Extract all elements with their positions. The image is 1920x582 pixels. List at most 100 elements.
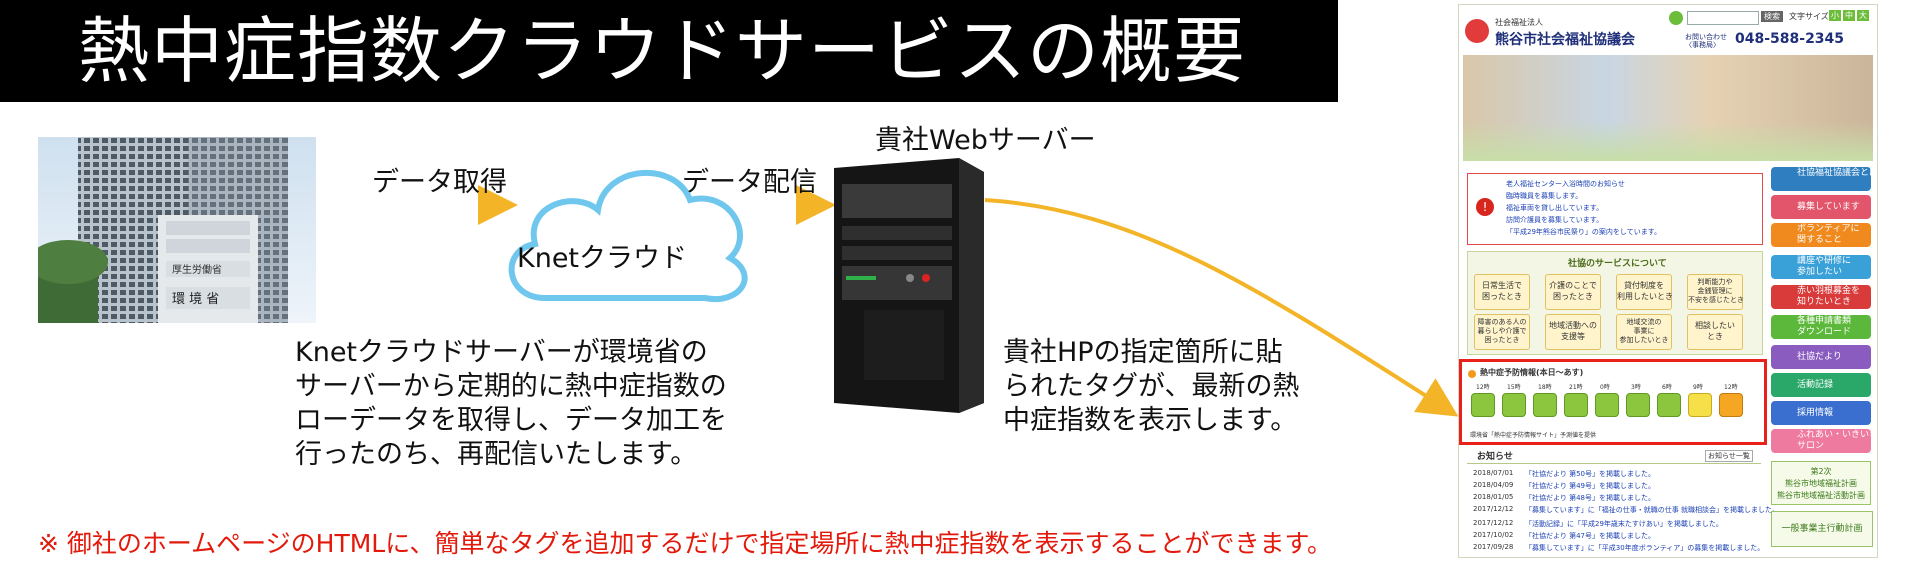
sun-icon [1468, 370, 1476, 378]
notice-item[interactable]: 老人福祉センター入浴時間のお知らせ [1506, 180, 1625, 188]
heat-level-face-icon [1502, 393, 1526, 417]
side-button[interactable]: 採用情報 [1771, 401, 1871, 425]
service-item[interactable]: 介護のことで 困ったとき [1545, 274, 1601, 310]
heat-time: 12時 [1476, 384, 1490, 391]
font-size-small[interactable]: 小 [1829, 10, 1841, 21]
cloud-desc-line: ローデータを取得し、データ加工を [295, 405, 727, 436]
knet-cloud-label: Knetクラウド [517, 243, 688, 274]
web-server-label: 貴社Webサーバー [875, 125, 1096, 156]
news-link[interactable]: 「募集しています」に「福祉の仕事・就職の仕事 就職相談会」を掲載しました。 [1525, 506, 1780, 514]
notice-item[interactable]: 福祉車両を貸し出しています。 [1506, 204, 1604, 212]
service-item[interactable]: 貸付制度を 利用したいとき [1616, 274, 1673, 310]
heat-level-face-icon [1533, 393, 1557, 417]
news-date: 2018/01/05 [1473, 493, 1514, 501]
news-link[interactable]: 「社協だより 第50号」を掲載しました。 [1525, 470, 1655, 478]
notice-item[interactable]: 「平成29年熊谷市民祭り」の案内をしています。 [1506, 228, 1661, 236]
font-size-large[interactable]: 大 [1857, 10, 1869, 21]
service-item[interactable]: 相談したい とき [1687, 314, 1743, 350]
org-name: 熊谷市社会福祉協議会 [1495, 32, 1635, 48]
news-date: 2018/04/09 [1473, 481, 1514, 489]
news-link[interactable]: 「社協だより 第49号」を掲載しました。 [1525, 482, 1655, 490]
heat-time: 21時 [1569, 384, 1583, 391]
plan-banner[interactable]: 第2次 熊谷市地域福祉計画 熊谷市地域福祉活動計画 [1771, 461, 1871, 505]
side-button[interactable]: 赤い羽根募金を 知りたいとき [1771, 285, 1871, 309]
side-button[interactable]: 活動記録 [1771, 373, 1871, 397]
service-item[interactable]: 日常生活で 困ったとき [1474, 274, 1530, 310]
footer-note: ※ 御社のホームページのHTMLに、簡単なタグを追加するだけで指定場所に熱中症指… [38, 529, 1332, 558]
ministry-building-photo: 厚生労働省 環 境 省 [38, 137, 316, 323]
service-item[interactable]: 障害のある人の 暮らしや介護で 困ったとき [1474, 314, 1530, 350]
heat-level-face-icon [1564, 393, 1588, 417]
heat-time: 12時 [1724, 384, 1738, 391]
services-heading: 社協のサービスについて [1568, 259, 1667, 269]
heat-time: 9時 [1693, 384, 1703, 391]
news-date: 2017/09/28 [1473, 543, 1514, 551]
font-size-medium[interactable]: 中 [1843, 10, 1855, 21]
cloud-desc-line: サーバーから定期的に熱中症指数の [295, 371, 727, 402]
news-date: 2018/07/01 [1473, 469, 1514, 477]
news-link[interactable]: 「活動記録」に「平成29年歳末たすけあい」を掲載しました。 [1525, 520, 1723, 528]
cloud-shape [508, 169, 748, 303]
web-server-icon [834, 158, 984, 413]
news-heading: お知らせ [1477, 452, 1513, 462]
heat-time: 6時 [1662, 384, 1672, 391]
service-item[interactable]: 判断能力や 金銭管理に 不安を感じたとき [1687, 274, 1744, 310]
service-item[interactable]: 地域交流の 事業に 参加したいとき [1616, 314, 1672, 350]
data-get-label: データ取得 [372, 167, 507, 198]
search-icon [1669, 11, 1683, 25]
building-illustration: 厚生労働省 環 境 省 [38, 137, 316, 323]
partner-website: 社会福祉法人 熊谷市社会福祉協議会 検索 文字サイズ 小 中 大 お問い合わせ … [1458, 4, 1878, 558]
side-button[interactable]: 募集しています [1771, 195, 1871, 219]
news-date: 2017/12/12 [1473, 519, 1514, 527]
heat-time: 15時 [1507, 384, 1521, 391]
heat-title: 熱中症予防情報(本日〜あす) [1480, 368, 1584, 377]
server-desc-line: 中症指数を表示します。 [1003, 405, 1298, 436]
contact-label: お問い合わせ 〈事務局〉 [1685, 33, 1727, 49]
phone-number: 048-588-2345 [1735, 31, 1845, 47]
news-header: お知らせ お知らせ一覧 [1467, 449, 1761, 464]
sign-env: 環 境 省 [172, 292, 219, 307]
org-logo-icon [1465, 19, 1489, 43]
server-desc-line: 貴社HPの指定箇所に貼 [1003, 337, 1283, 368]
side-button[interactable]: 講座や研修に 参加したい [1771, 255, 1871, 279]
news-link[interactable]: 「社協だより 第48号」を掲載しました。 [1525, 494, 1655, 502]
search-button[interactable]: 検索 [1761, 11, 1783, 22]
hero-photo [1463, 55, 1873, 161]
side-button[interactable]: 各種申請書類 ダウンロード [1771, 315, 1871, 339]
data-deliver-label: データ配信 [682, 167, 817, 198]
cloud-description: Knetクラウドサーバーが環境省の サーバーから定期的に熱中症指数の ローデータ… [295, 336, 727, 472]
news-date: 2017/10/02 [1473, 531, 1514, 539]
side-button[interactable]: ふれあい・いきいき サロン [1771, 429, 1877, 453]
notice-item[interactable]: 臨時職員を募集します。 [1506, 192, 1583, 200]
heat-level-face-icon [1626, 393, 1650, 417]
plan-banner-2[interactable]: 一般事業主行動計画 [1771, 511, 1873, 547]
news-link[interactable]: 「社協だより 第47号」を掲載しました。 [1525, 532, 1655, 540]
heat-level-face-icon [1657, 393, 1681, 417]
notice-box: ! 老人福祉センター入浴時間のお知らせ 臨時職員を募集します。 福祉車両を貸し出… [1467, 173, 1763, 245]
site-header [1459, 5, 1877, 55]
news-date: 2017/12/12 [1473, 505, 1514, 513]
heat-level-face-icon [1471, 393, 1495, 417]
heat-time: 0時 [1600, 384, 1610, 391]
cloud-desc-line: 行ったのち、再配信いたします。 [295, 439, 698, 470]
heat-level-face-icon [1595, 393, 1619, 417]
notice-item[interactable]: 訪問介護員を募集しています。 [1506, 216, 1604, 224]
heat-source: 環境省「熱中症予防情報サイト」予測値を提供 [1470, 432, 1597, 439]
news-link[interactable]: 「募集しています」に「平成30年度ボランティア」の募集を掲載しました。 [1525, 544, 1765, 552]
service-item[interactable]: 地域活動への 支援等 [1545, 314, 1601, 350]
site-arrow [984, 198, 1459, 417]
server-description: 貴社HPの指定箇所に貼 られたタグが、最新の熱 中症指数を表示します。 [1003, 336, 1299, 438]
news-more-button[interactable]: お知らせ一覧 [1705, 450, 1753, 462]
org-small-label: 社会福祉法人 [1495, 18, 1543, 27]
title-band [0, 0, 1338, 102]
heat-level-face-icon [1688, 393, 1712, 417]
side-button[interactable]: 社協だより [1771, 345, 1871, 369]
page-title: 熱中症指数クラウドサービスの概要 [78, 9, 1247, 93]
side-button[interactable]: 社協福祉協議会とは [1771, 167, 1877, 191]
sign-mhlw: 厚生労働省 [172, 263, 222, 276]
search-input[interactable] [1687, 11, 1759, 25]
server-desc-line: られたタグが、最新の熱 [1003, 371, 1300, 402]
side-button[interactable]: ボランティアに 関すること [1771, 223, 1871, 247]
heat-time: 18時 [1538, 384, 1552, 391]
